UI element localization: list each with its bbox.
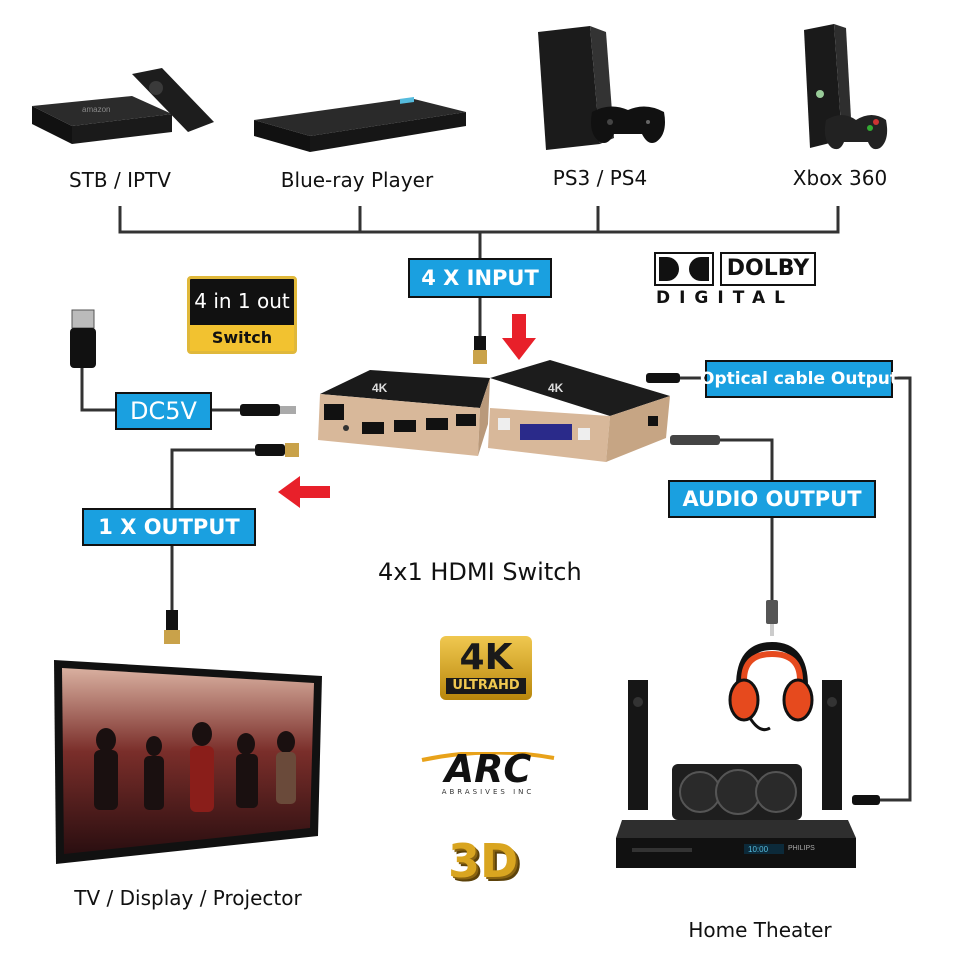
- diagram-title: 4x1 HDMI Switch: [378, 558, 582, 586]
- arc-small: ABRASIVES INC: [418, 788, 558, 796]
- dolby-sub: DIGITAL: [656, 288, 818, 308]
- ps-label: PS3 / PS4: [520, 166, 680, 190]
- usb-plug-icon: [70, 310, 96, 368]
- av-receiver: [616, 838, 856, 868]
- output-cable-line: [172, 450, 255, 508]
- xbox-console-icon: [800, 24, 890, 159]
- arc-logo: ARC ABRASIVES INC: [418, 744, 558, 798]
- switch-badge-bottom: Switch: [190, 325, 294, 351]
- stb-brand-mark: amazon: [82, 105, 110, 114]
- arc-big: ARC: [418, 750, 558, 788]
- ps-console-icon: [530, 26, 670, 156]
- receiver-display: 10:00: [748, 845, 769, 854]
- home-theater-label: Home Theater: [670, 918, 850, 942]
- switch-logo-right: 4K: [548, 381, 564, 395]
- bluray-label: Blue-ray Player: [262, 168, 452, 192]
- xbox-label: Xbox 360: [760, 166, 920, 190]
- audio-jack-icon: [670, 435, 778, 636]
- input-label-box: 4 X INPUT: [408, 258, 552, 298]
- output-label-box: 1 X OUTPUT: [82, 508, 256, 546]
- optical-label-box: Optical cable Output: [705, 360, 893, 398]
- output-arrow-icon: [278, 476, 330, 508]
- uhd-small: ULTRAHD: [446, 678, 526, 694]
- uhd-badge: 4K ULTRAHD: [440, 636, 532, 700]
- 3d-badge: 3D: [448, 826, 512, 896]
- tv-display-icon: [50, 656, 328, 868]
- switch-logo-left: 4K: [372, 381, 388, 395]
- dc-plug-icon: [240, 404, 296, 416]
- audio-label-box: AUDIO OUTPUT: [668, 480, 876, 518]
- dc-label-box: DC5V: [115, 392, 212, 430]
- switch-badge: 4 in 1 out Switch: [187, 276, 297, 354]
- stb-label: STB / IPTV: [40, 168, 200, 192]
- stb-device-icon: amazon: [22, 66, 222, 152]
- dc-cable-line: [82, 368, 115, 410]
- bluray-device-icon: [250, 96, 470, 156]
- switch-badge-top: 4 in 1 out: [190, 289, 294, 313]
- input-bus-line: [120, 206, 838, 232]
- dolby-logo: DOLBY DIGITAL: [654, 252, 818, 312]
- dolby-word: DOLBY: [720, 252, 816, 286]
- hdmi-switch-device: 4K 4K: [310, 352, 680, 470]
- uhd-big: 4K: [440, 638, 532, 678]
- home-theater-icon: 10:00 PHILIPS: [612, 678, 862, 876]
- audio-cable-line: [720, 440, 772, 480]
- tv-label: TV / Display / Projector: [58, 886, 318, 910]
- dolby-dd-icon: [654, 252, 714, 286]
- receiver-brand: PHILIPS: [788, 845, 815, 852]
